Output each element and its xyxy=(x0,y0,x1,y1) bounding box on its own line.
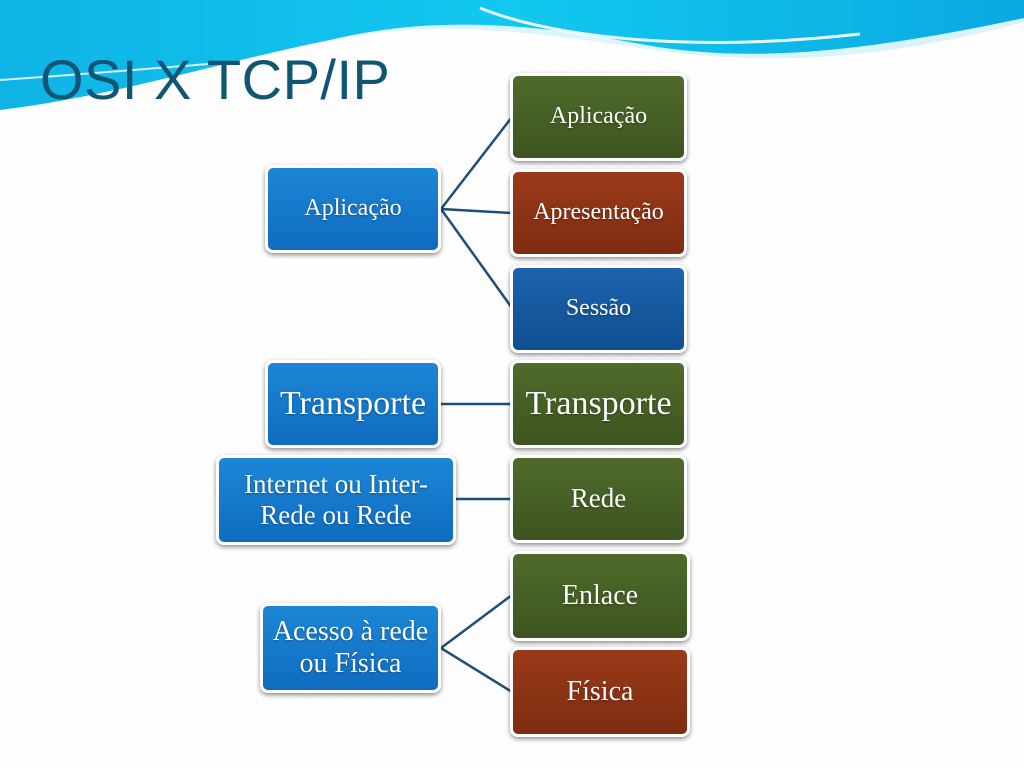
osi-physical-box: Física xyxy=(510,647,690,737)
tcpip-application-box: Aplicação xyxy=(265,165,441,253)
slide-title: OSI X TCP/IP xyxy=(40,48,391,111)
osi-network-box: Rede xyxy=(510,455,687,543)
tcpip-internet-box: Internet ou Inter- Rede ou Rede xyxy=(216,455,456,545)
tcpip-transport-box: Transporte xyxy=(265,360,441,448)
connector-application-to-presentation xyxy=(440,207,513,215)
osi-transport-box: Transporte xyxy=(510,360,687,448)
tcpip-network-access-box: Acesso à rede ou Física xyxy=(260,603,441,693)
osi-data-link-box: Enlace xyxy=(510,551,690,641)
connector-application-to-session xyxy=(439,208,514,309)
osi-application-box: Aplicação xyxy=(510,73,687,161)
osi-presentation-box: Apresentação xyxy=(510,169,687,257)
header-wave-decoration xyxy=(0,0,1024,110)
connector-access-to-physical xyxy=(440,646,513,694)
osi-session-box: Sessão xyxy=(510,265,687,353)
connector-application-to-application xyxy=(440,116,513,210)
connector-access-to-datalink xyxy=(440,593,513,650)
